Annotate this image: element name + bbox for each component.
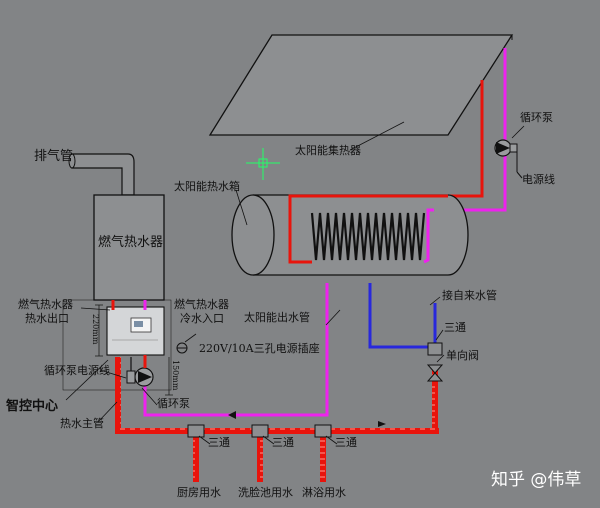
washbasin-water-label: 洗脸池用水 bbox=[238, 486, 293, 499]
check-valve-label: 单向阀 bbox=[446, 349, 479, 362]
tee-right-fitting bbox=[427, 342, 443, 356]
solar-collector-leader bbox=[349, 121, 405, 151]
solar-tank-label: 太阳能热水箱 bbox=[174, 180, 240, 193]
solar-collector-label: 太阳能集热器 bbox=[295, 144, 361, 157]
leader-lines bbox=[65, 296, 445, 445]
tee-3-label: 三通 bbox=[335, 436, 357, 449]
collector-return-pipe bbox=[448, 80, 484, 198]
tee-1-label: 三通 bbox=[208, 436, 230, 449]
shower-branch-pipe bbox=[320, 431, 326, 482]
power-line-label: 电源线 bbox=[522, 173, 555, 186]
dimension-220-label: 220mm bbox=[91, 314, 100, 345]
circulation-pump-top bbox=[494, 125, 525, 179]
crosshair-marker bbox=[246, 148, 280, 180]
socket-label: 220V/10A三孔电源插座 bbox=[199, 342, 320, 355]
gas-heater-label: 燃气热水器 bbox=[98, 235, 164, 250]
tank-internal-feed-pipe bbox=[423, 208, 434, 264]
circulation-pump-bottom-label: 循环泵 bbox=[157, 397, 190, 410]
smart-control-label: 智控中心 bbox=[6, 399, 59, 414]
solar-tank bbox=[231, 194, 469, 276]
hot-main-horizontal bbox=[115, 428, 439, 434]
exhaust-pipe-label: 排气管 bbox=[34, 149, 74, 164]
kitchen-water-label: 厨房用水 bbox=[177, 486, 221, 499]
solar-outlet-pipe-label: 太阳能出水管 bbox=[244, 311, 310, 324]
hot-right-vertical bbox=[432, 370, 438, 434]
tee-2-label: 三通 bbox=[272, 436, 294, 449]
solar-tank-leader bbox=[235, 189, 248, 226]
tank-internal-hot-pipe bbox=[288, 194, 448, 264]
gas-heater-cold-in-label-1: 燃气热水器 bbox=[174, 298, 229, 311]
tee-right-label: 三通 bbox=[444, 321, 466, 334]
circulation-pump-bottom bbox=[126, 357, 154, 387]
control-center-box bbox=[106, 306, 165, 356]
kitchen-branch-pipe bbox=[193, 431, 199, 482]
cold-water-pipe bbox=[368, 283, 432, 349]
shower-water-label: 淋浴用水 bbox=[302, 486, 346, 499]
check-valve bbox=[426, 364, 444, 382]
exhaust-pipe bbox=[68, 153, 135, 196]
tee-fittings bbox=[187, 424, 332, 438]
solar-collector-panel bbox=[208, 34, 514, 136]
dimension-150-label: 150mm bbox=[171, 360, 180, 391]
pump-power-line-label: 循环泵电源线 bbox=[44, 364, 110, 377]
washbasin-branch-pipe bbox=[257, 431, 263, 482]
gas-heater-cold-in-label-2: 冷水入口 bbox=[180, 312, 224, 325]
flow-arrows bbox=[228, 411, 386, 427]
tank-coil bbox=[310, 212, 426, 261]
gas-heater-hot-out-label-1: 燃气热水器 bbox=[18, 298, 73, 311]
tap-water-pipe-label: 接自来水管 bbox=[442, 289, 497, 302]
circulation-pump-top-label: 循环泵 bbox=[520, 111, 553, 124]
socket-symbol bbox=[176, 342, 188, 354]
hot-main-vertical bbox=[115, 357, 121, 431]
gas-heater-hot-out-label-2: 热水出口 bbox=[25, 312, 69, 325]
watermark: 知乎 @伟草 bbox=[491, 470, 582, 490]
hot-main-label: 热水主管 bbox=[60, 417, 104, 430]
